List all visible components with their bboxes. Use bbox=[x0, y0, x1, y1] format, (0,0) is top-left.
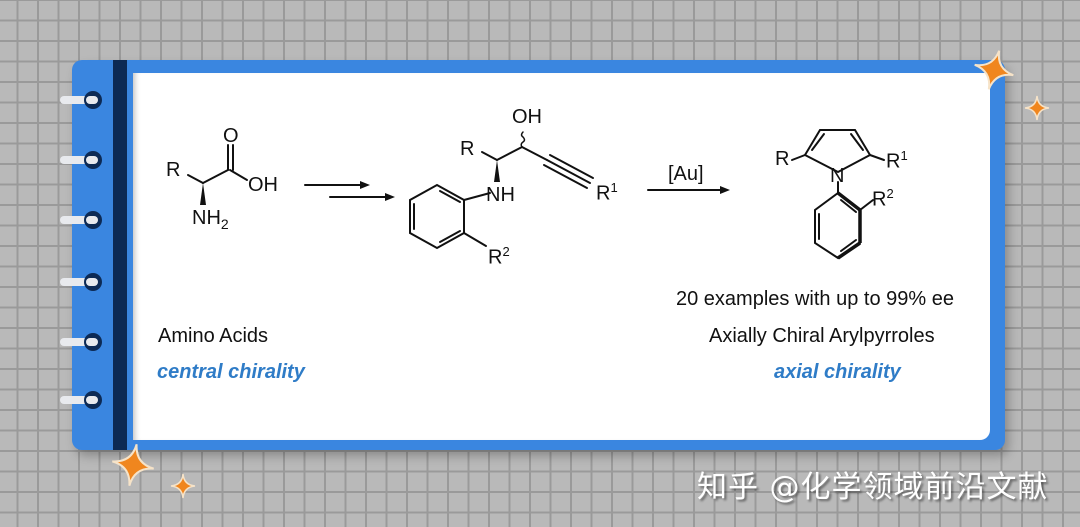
binder-ring-icon bbox=[60, 391, 104, 409]
atom-label: R1 bbox=[886, 148, 908, 173]
product-name: Axially Chiral Arylpyrroles bbox=[709, 325, 935, 347]
binder-ring-icon bbox=[60, 333, 104, 351]
atom-label: R2 bbox=[872, 186, 894, 211]
notebook-page bbox=[133, 73, 990, 440]
notebook-spine bbox=[113, 60, 127, 450]
binder-ring-icon bbox=[60, 151, 104, 169]
sparkle-icon bbox=[112, 444, 154, 486]
atom-label: OH bbox=[512, 106, 542, 128]
sparkle-icon bbox=[1024, 95, 1050, 121]
scope-note: 20 examples with up to 99% ee bbox=[676, 288, 954, 310]
central-chirality-label: central chirality bbox=[157, 361, 305, 383]
watermark: 知乎 @化学领域前沿文献 bbox=[697, 470, 1049, 505]
binder-ring-icon bbox=[60, 91, 104, 109]
atom-label: O bbox=[223, 125, 239, 147]
atom-label: R bbox=[166, 159, 181, 181]
atom-label: R bbox=[460, 138, 475, 160]
atom-label: NH2 bbox=[192, 207, 229, 232]
sparkle-icon bbox=[974, 50, 1014, 90]
reagent-label: [Au] bbox=[668, 163, 704, 185]
starting-material-name: Amino Acids bbox=[158, 325, 269, 347]
bond bbox=[187, 174, 204, 184]
wedge-bond bbox=[200, 183, 206, 205]
axial-chirality-label: axial chirality bbox=[774, 361, 901, 383]
sparkle-icon bbox=[170, 473, 196, 499]
atom-label: NH bbox=[486, 184, 515, 206]
atom-label: N bbox=[830, 165, 845, 187]
atom-label: R2 bbox=[488, 244, 510, 269]
binder-ring-icon bbox=[60, 273, 104, 291]
atom-label: R1 bbox=[596, 180, 618, 205]
atom-label: R bbox=[775, 148, 790, 170]
atom-label: OH bbox=[248, 174, 278, 196]
binder-ring-icon bbox=[60, 211, 104, 229]
